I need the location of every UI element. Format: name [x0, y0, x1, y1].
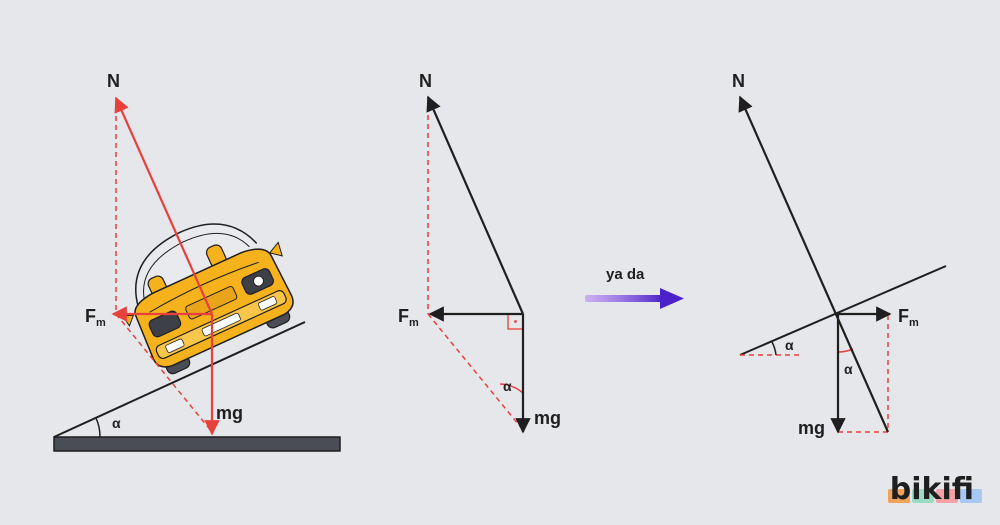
- panel-car-on-incline: N Fm mg α: [53, 71, 341, 452]
- or-label: ya da: [606, 266, 645, 283]
- label-normal: N: [107, 71, 120, 91]
- incline-surface: [739, 265, 947, 356]
- label-angle: α: [785, 337, 794, 353]
- label-friction: Fm: [85, 306, 106, 329]
- label-angle: α: [844, 361, 853, 377]
- panel-alternative: N Fm mg α α: [732, 71, 947, 438]
- label-weight: mg: [216, 403, 243, 423]
- label-friction: Fm: [398, 306, 419, 329]
- car-icon: [121, 223, 294, 375]
- label-normal: N: [419, 71, 432, 91]
- normal-force-vector: [114, 96, 214, 315]
- arrow-right-icon: [585, 295, 663, 302]
- angle-arc: [771, 341, 777, 356]
- right-angle-dot: [514, 320, 517, 323]
- dashed-diagonal: [427, 313, 524, 431]
- label-normal: N: [732, 71, 745, 91]
- label-angle: α: [503, 378, 512, 394]
- normal-force-vector: [738, 95, 890, 433]
- incline-surface: [53, 321, 306, 438]
- label-friction: Fm: [898, 306, 919, 329]
- angle-arc: [95, 417, 101, 438]
- bikifi-logo: bikifi: [887, 472, 982, 507]
- arrowhead-icon: [660, 288, 684, 309]
- or-separator: ya da: [585, 266, 684, 309]
- ground-base: [53, 436, 341, 452]
- panel-force-triangle: N Fm mg α: [398, 71, 561, 434]
- label-weight: mg: [798, 418, 825, 438]
- label-angle: α: [112, 415, 121, 431]
- label-weight: mg: [534, 408, 561, 428]
- normal-force-vector: [426, 95, 525, 315]
- logo-text: bikifi: [889, 472, 974, 507]
- dashed-diagonal: [115, 313, 213, 433]
